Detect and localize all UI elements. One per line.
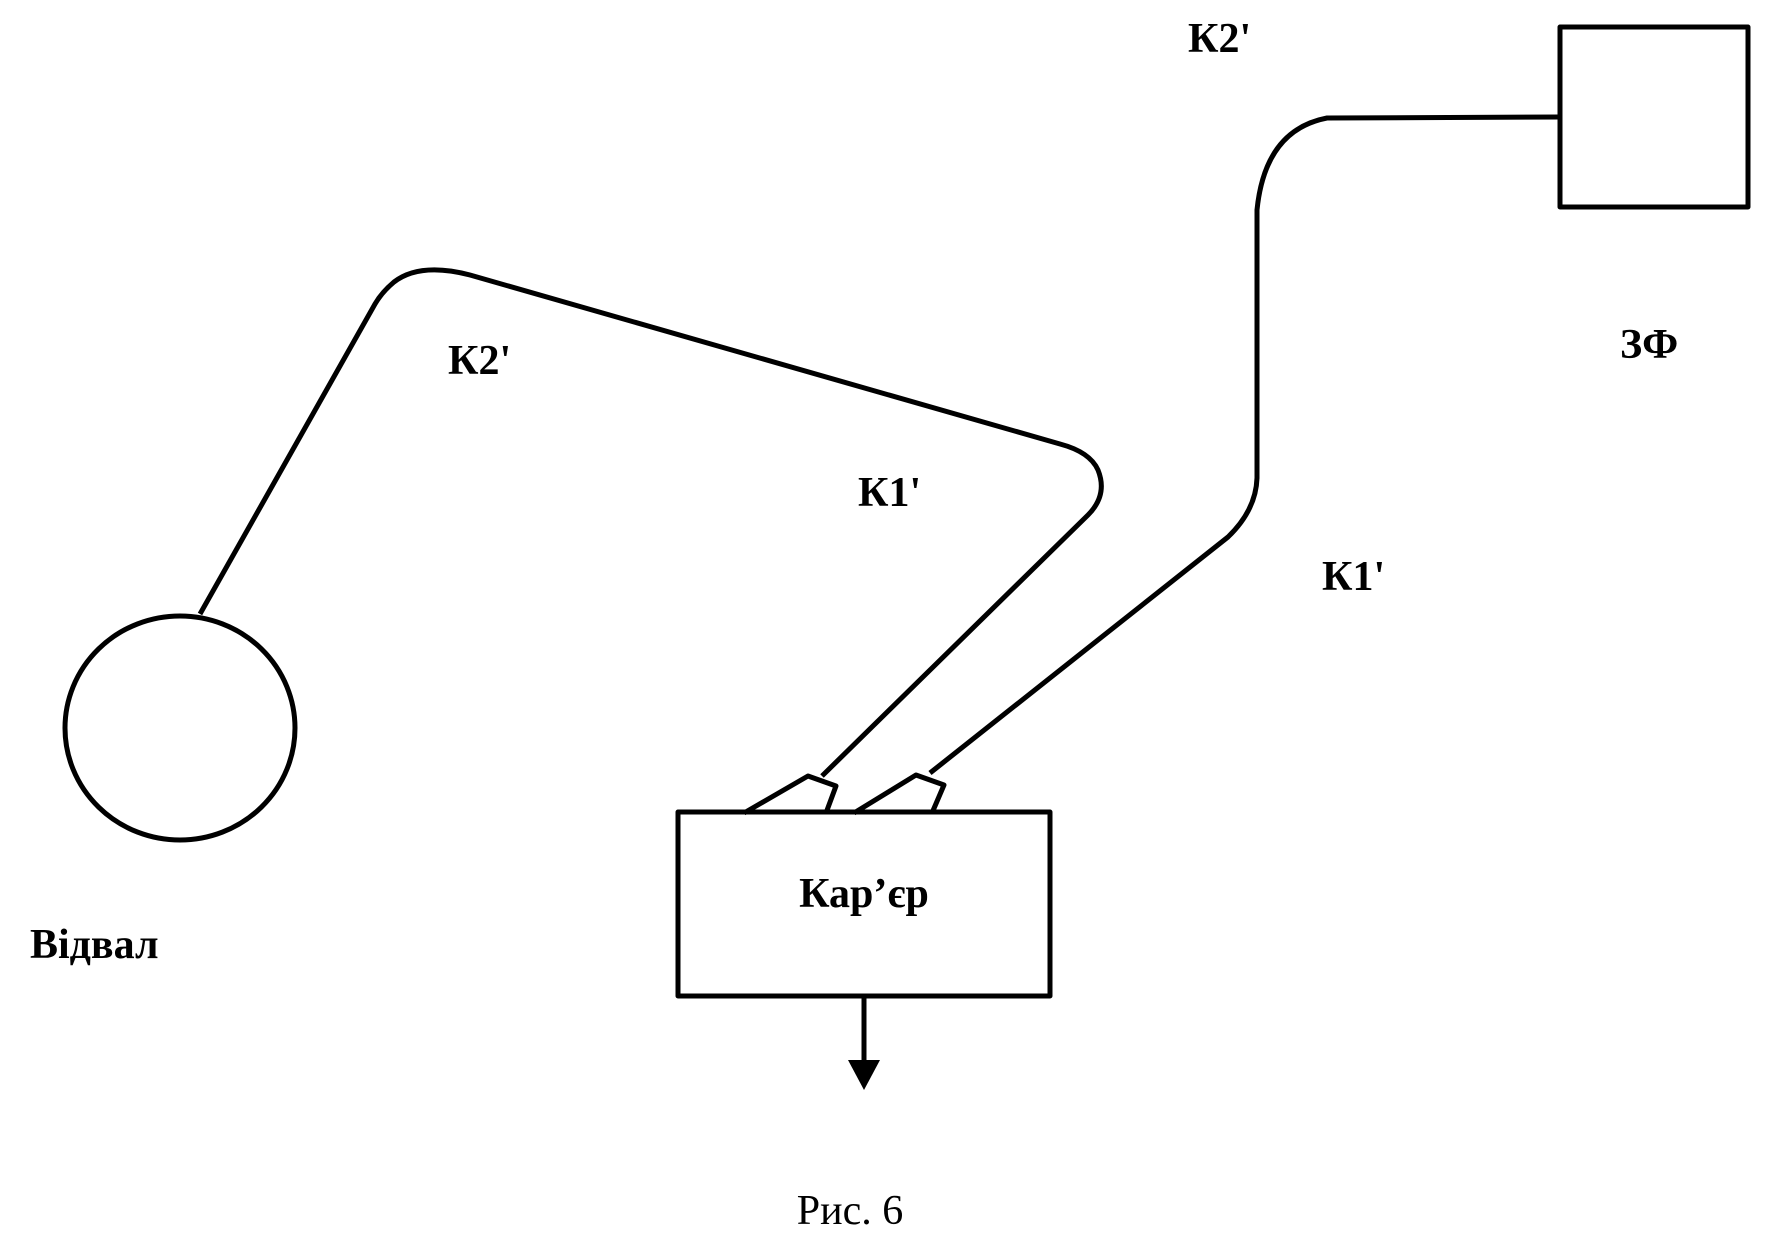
plant-node [1557,24,1751,210]
figure-caption: Рис. 6 [797,1188,903,1234]
dump-path-segment-1-label: К1' [858,470,921,516]
dump-node [62,613,298,843]
path-quarry-to-plant [928,114,1561,775]
plant-label: ЗФ [1620,322,1678,368]
quarry-label: Кар’єр [799,871,929,917]
dump-path-segment-2-label: К2' [448,338,511,384]
quarry-right-connector [852,772,947,816]
plant-path-segment-1-label: К1' [1322,554,1385,600]
output-arrow-head [848,1060,880,1090]
path-quarry-to-dump [197,267,1104,778]
plant-path-segment-2-label: К2' [1188,16,1251,62]
quarry-left-connector [742,773,839,816]
dump-label: Відвал [30,922,159,968]
